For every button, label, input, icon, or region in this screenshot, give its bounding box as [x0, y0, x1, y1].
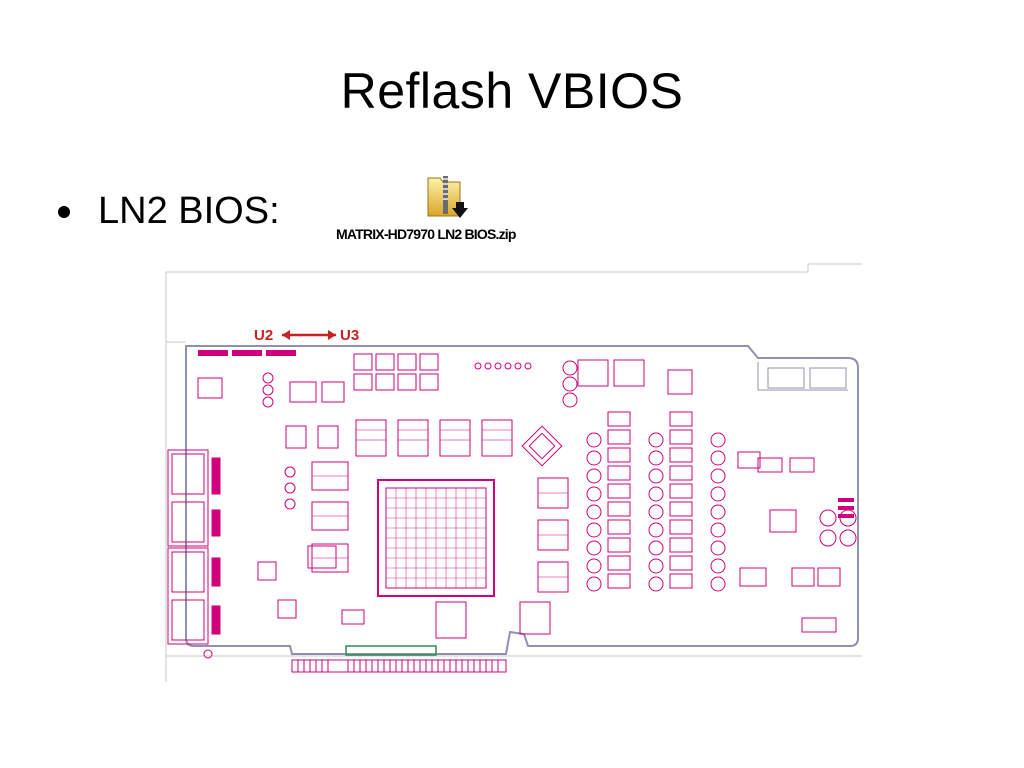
- bullet-dot-icon: [58, 205, 70, 218]
- header-strip: [198, 350, 296, 356]
- io-connectors: [167, 449, 221, 645]
- zip-folder-icon: [427, 176, 468, 218]
- pcie-connector: [291, 645, 507, 673]
- rotated-chip: [521, 425, 563, 467]
- right-components: [737, 367, 857, 633]
- svg-text:U2: U2: [254, 327, 273, 344]
- board-outline: [185, 345, 859, 655]
- pcb-board-diagram: U2 U3: [165, 263, 862, 682]
- frame-lines: [165, 263, 862, 682]
- bullet-item: LN2 BIOS:: [58, 190, 280, 233]
- memory-chips: [311, 419, 569, 639]
- slide-title: Reflash VBIOS: [340, 63, 684, 119]
- vrm-section: [562, 359, 726, 592]
- zip-file-name: MATRIX-HD7970 LN2 BIOS.zip: [336, 226, 516, 242]
- left-components: [197, 372, 365, 659]
- svg-text:U3: U3: [340, 327, 359, 344]
- bullet-label: LN2 BIOS:: [98, 190, 280, 232]
- top-components: [353, 353, 532, 391]
- gpu-package: [377, 479, 495, 597]
- zip-attachment[interactable]: MATRIX-HD7970 LN2 BIOS.zip: [332, 172, 572, 242]
- u2-u3-labels: U2 U3: [254, 327, 359, 344]
